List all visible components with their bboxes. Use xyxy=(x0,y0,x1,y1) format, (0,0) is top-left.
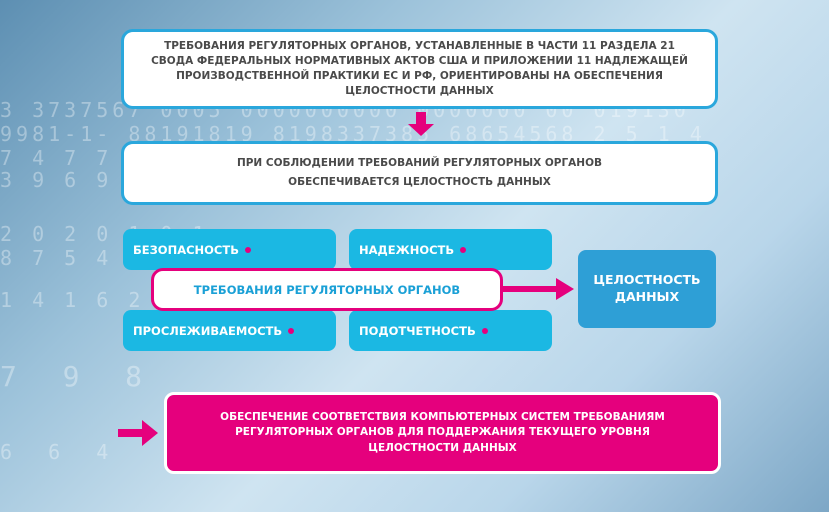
attribute-reliability: НАДЕЖНОСТЬ xyxy=(349,229,552,270)
regulatory-requirements-box: ТРЕБОВАНИЯ РЕГУЛЯТОРНЫХ ОРГАНОВ, УСТАНАВ… xyxy=(121,29,718,109)
attribute-traceability: ПРОСЛЕЖИВАЕМОСТЬ xyxy=(123,310,336,351)
attribute-accountability-label: ПОДОТЧЕТНОСТЬ xyxy=(359,324,476,338)
bullet-dot xyxy=(460,247,466,253)
attribute-security-label: БЕЗОПАСНОСТЬ xyxy=(133,243,239,257)
regulatory-center-box: ТРЕБОВАНИЯ РЕГУЛЯТОРНЫХ ОРГАНОВ xyxy=(151,268,503,311)
system-compliance-line3: ЦЕЛОСТНОСТИ ДАННЫХ xyxy=(368,441,516,456)
attribute-reliability-label: НАДЕЖНОСТЬ xyxy=(359,243,454,257)
compliance-text-line1: ПРИ СОБЛЮДЕНИИ ТРЕБОВАНИЙ РЕГУЛЯТОРНЫХ О… xyxy=(237,156,602,171)
compliance-box: ПРИ СОБЛЮДЕНИИ ТРЕБОВАНИЙ РЕГУЛЯТОРНЫХ О… xyxy=(121,141,718,205)
bullet-dot xyxy=(288,328,294,334)
arrow-left-head xyxy=(142,420,158,446)
bullet-dot xyxy=(482,328,488,334)
bullet-dot xyxy=(245,247,251,253)
compliance-text-line2: ОБЕСПЕЧИВАЕТСЯ ЦЕЛОСТНОСТЬ ДАННЫХ xyxy=(288,175,551,190)
arrow-left-shaft xyxy=(118,429,144,437)
arrow-right-shaft xyxy=(503,286,559,292)
arrow-down-head xyxy=(408,124,434,136)
attribute-security: БЕЗОПАСНОСТЬ xyxy=(123,229,336,270)
attribute-traceability-label: ПРОСЛЕЖИВАЕМОСТЬ xyxy=(133,324,282,338)
attribute-accountability: ПОДОТЧЕТНОСТЬ xyxy=(349,310,552,351)
system-compliance-line2: РЕГУЛЯТОРНЫХ ОРГАНОВ ДЛЯ ПОДДЕРЖАНИЯ ТЕК… xyxy=(235,425,650,440)
system-compliance-line1: ОБЕСПЕЧЕНИЕ СООТВЕТСТВИЯ КОМПЬЮТЕРНЫХ СИ… xyxy=(220,410,665,425)
data-integrity-line2: ДАННЫХ xyxy=(615,289,679,306)
arrow-down-shaft xyxy=(416,112,426,126)
system-compliance-box: ОБЕСПЕЧЕНИЕ СООТВЕТСТВИЯ КОМПЬЮТЕРНЫХ СИ… xyxy=(164,392,721,474)
regulatory-center-text: ТРЕБОВАНИЯ РЕГУЛЯТОРНЫХ ОРГАНОВ xyxy=(194,283,460,297)
data-integrity-line1: ЦЕЛОСТНОСТЬ xyxy=(593,272,700,289)
regulatory-requirements-text: ТРЕБОВАНИЯ РЕГУЛЯТОРНЫХ ОРГАНОВ, УСТАНАВ… xyxy=(142,39,697,100)
arrow-right-head xyxy=(556,278,574,300)
data-integrity-box: ЦЕЛОСТНОСТЬ ДАННЫХ xyxy=(578,250,716,328)
